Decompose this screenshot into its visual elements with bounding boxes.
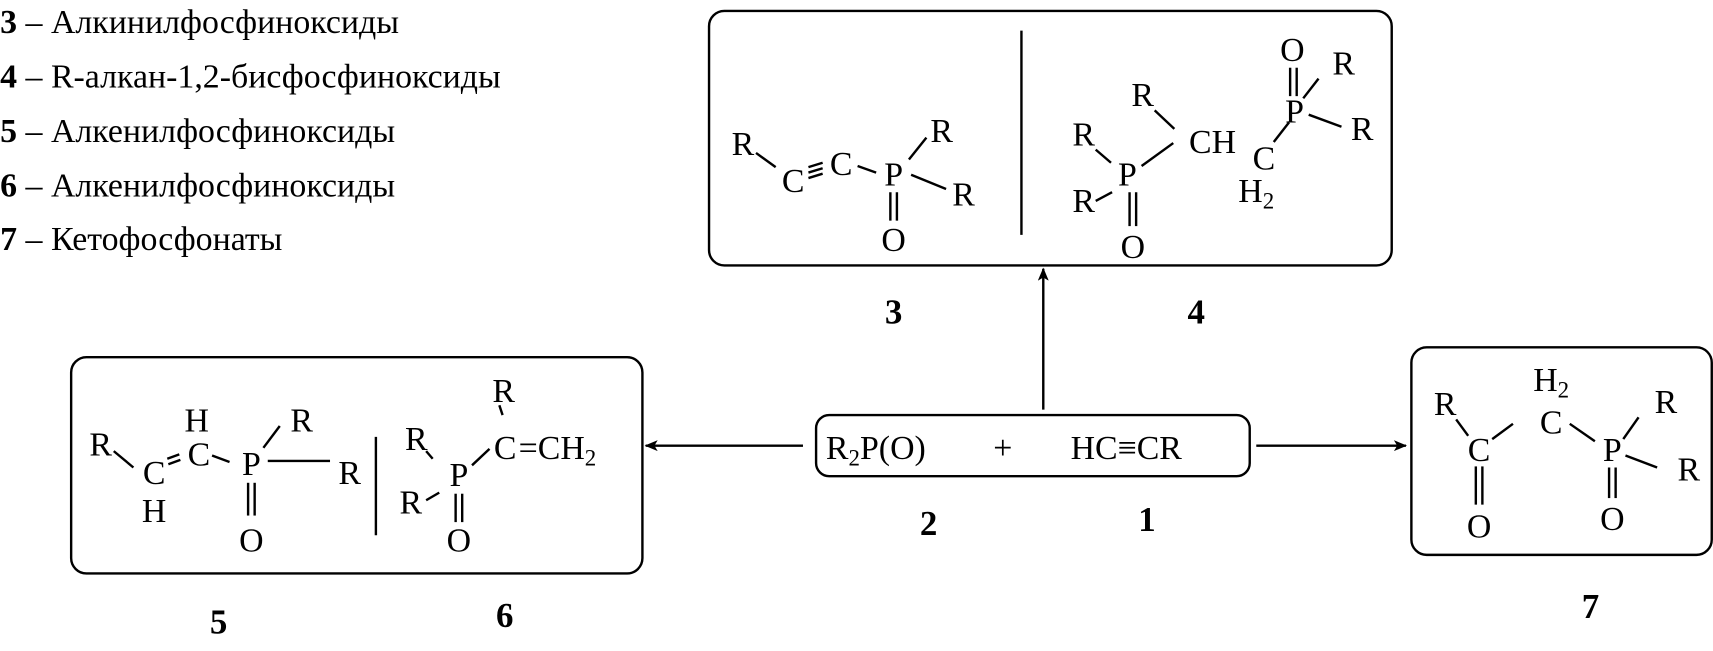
legend-item: 4 – R-алкан-1,2-бисфосфиноксиды [0, 58, 501, 95]
atom: R [1072, 183, 1095, 220]
structure-5: R C H C H P R R O [89, 402, 361, 559]
atom: O [1600, 501, 1624, 538]
atom: R [338, 455, 361, 492]
atom: O [881, 222, 905, 259]
atom: P [1603, 432, 1622, 469]
compound-label-6: 6 [496, 596, 513, 635]
atom: R [952, 176, 975, 213]
atom: R [400, 484, 423, 521]
atom: C [782, 163, 805, 200]
plus-sign: + [993, 430, 1012, 467]
atom: O [1121, 229, 1145, 266]
atom: R [290, 402, 313, 439]
atom: C [188, 436, 211, 473]
atom: R [930, 113, 953, 150]
legend-item: 6 – Алкенилфосфиноксиды [0, 168, 395, 205]
atom: CH [1189, 124, 1236, 161]
structure-6: R C=CH2 R P R O [400, 373, 597, 560]
atom: R [732, 126, 755, 163]
atom: O [1467, 508, 1491, 545]
atom: C [1540, 405, 1563, 442]
atom: R [1072, 116, 1095, 153]
atom: R [1332, 45, 1355, 82]
atom: O [447, 523, 471, 560]
atom: P [242, 446, 261, 483]
atom: R [492, 373, 515, 410]
structure-7: R C H2 C P R R O O [1434, 362, 1701, 545]
atom: O [1280, 32, 1304, 69]
compound-label-2: 2 [920, 504, 937, 543]
atom: R [1351, 111, 1374, 148]
atom: C [143, 455, 166, 492]
atom: R [405, 421, 428, 458]
atom: P [884, 157, 903, 194]
compound-label-1: 1 [1138, 500, 1155, 539]
legend-item: 5 – Алкенилфосфиноксиды [0, 113, 395, 150]
atom: O [239, 523, 263, 560]
atom: P [1118, 157, 1137, 194]
atom: R [1131, 77, 1154, 114]
product-box-5-6: R C H C H P R R O R C=CH2 R P R O [69, 355, 644, 575]
reactants-box: R2P(O) + HC≡CR [814, 413, 1251, 478]
compound-label-4: 4 [1187, 292, 1204, 331]
compound-label-3: 3 [885, 292, 902, 331]
atom: P [1285, 93, 1304, 130]
compound-label-7: 7 [1582, 587, 1599, 626]
legend-item: 3 – Алкинилфосфиноксиды [0, 4, 399, 41]
product-box-3-4: R C C P R R O R CH C H2 R P R O [707, 9, 1393, 267]
structure-4: R CH C H2 R P R O O P R R [1072, 32, 1374, 266]
atom: H2 [1238, 173, 1274, 214]
atom: R [1434, 386, 1457, 423]
atom: C [830, 146, 853, 183]
atom: R [1678, 452, 1701, 489]
atom: H [142, 493, 166, 530]
atom: P [449, 457, 468, 494]
atom: C [1253, 140, 1276, 177]
box-frame [707, 9, 1393, 267]
atom: H [185, 402, 209, 439]
atom: R [1655, 384, 1678, 421]
reactant-1: HC≡CR [1071, 430, 1183, 467]
atom: C=CH2 [494, 430, 596, 471]
atom: C [1468, 432, 1491, 469]
structure-3: R C C P R R O [732, 113, 976, 259]
legend-item: 7 – Кетофосфонаты [0, 221, 282, 258]
reactant-2: R2P(O) [826, 430, 926, 471]
compound-label-5: 5 [210, 603, 227, 642]
product-box-7: R C H2 C P R R O O [1410, 346, 1713, 557]
legend: 3 – Алкинилфосфиноксиды 4 – R-алкан-1,2-… [0, 4, 501, 258]
atom: H2 [1533, 362, 1569, 403]
atom: R [89, 426, 112, 463]
